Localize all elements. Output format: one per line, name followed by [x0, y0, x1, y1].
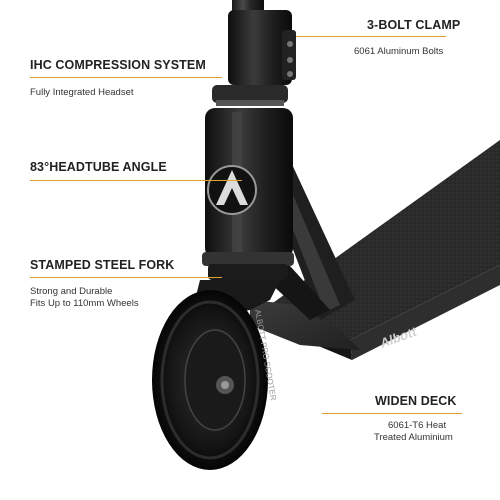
headtube-leader-line [30, 180, 242, 181]
fork-callout: STAMPED STEEL FORK [30, 258, 174, 272]
compression-callout: IHC COMPRESSION SYSTEM [30, 58, 206, 72]
clamp-leader-line [296, 36, 446, 37]
clamp-bolt-2 [287, 57, 293, 63]
front-wheel: ALBOTT PRO SCOOTER [152, 290, 278, 470]
compression-leader-line [30, 77, 222, 78]
clamp [228, 10, 296, 85]
clamp-title: 3-BOLT CLAMP [367, 18, 461, 32]
deck-leader-line [322, 413, 462, 414]
fork-title: STAMPED STEEL FORK [30, 258, 175, 272]
headtube-title: 83°HEADTUBE ANGLE [30, 160, 167, 174]
clamp-bolt-1 [287, 41, 293, 47]
clamp-desc: 6061 Aluminum Bolts [354, 46, 444, 57]
headset [212, 85, 288, 106]
compression-title: IHC COMPRESSION SYSTEM [30, 58, 206, 72]
deck-desc-line2: Treated Aluminium [374, 432, 453, 443]
a-arrow-logo-icon [207, 165, 257, 215]
deck-title: WIDEN DECK [375, 394, 457, 408]
fork-leader-line [30, 277, 222, 278]
clamp-callout: 3-BOLT CLAMP [367, 18, 460, 32]
deck-callout: WIDEN DECK [375, 394, 457, 408]
deck-desc-line1: 6061-T6 Heat [388, 420, 447, 431]
fork-desc-line1: Strong and Durable [30, 286, 113, 297]
headtube-callout: 83°HEADTUBE ANGLE [30, 160, 167, 174]
compression-desc: Fully Integrated Headset [30, 87, 134, 98]
fork-desc-line2: Fits Up to 110mm Wheels [30, 298, 139, 309]
clamp-bolt-3 [287, 71, 293, 77]
